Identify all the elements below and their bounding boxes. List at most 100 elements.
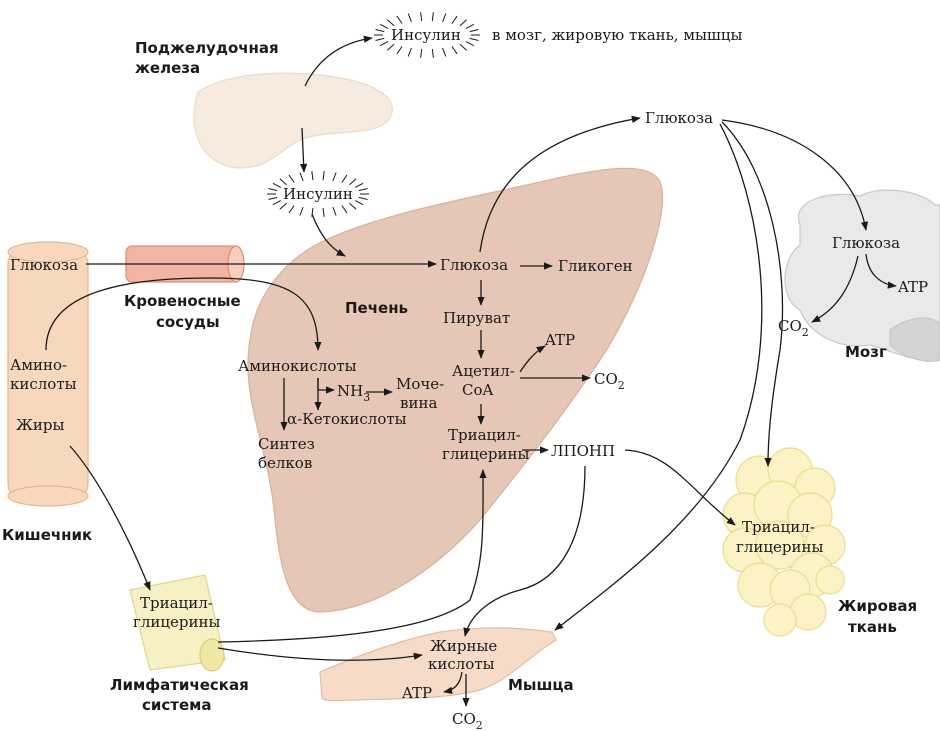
burst-ray-5 [332,206,337,216]
burst-ray-8 [407,47,412,57]
burst-ray-15 [379,23,389,29]
tag-fat-line2: глицерины [736,538,824,556]
fatty-acids-line2: кислоты [428,655,495,673]
tag-liver-line1: Триацил- [448,426,521,444]
burst-ray-16 [279,178,287,186]
muscle-shape [319,627,557,702]
nh3-label: NH3 [337,382,370,404]
burst-ray-19 [311,171,314,181]
burst-ray-6 [322,207,325,217]
burst-ray-1 [469,37,479,41]
insulin-burst-mid [267,171,369,217]
burst-ray-15 [272,182,282,188]
liver-glucose-label: Глюкоза [440,256,508,274]
burst-ray-24 [465,23,475,29]
burst-ray-20 [322,171,325,181]
pancreas-shape [193,72,393,169]
burst-ray-10 [386,43,395,51]
burst-ray-4 [341,205,348,214]
amino-label-line1: Амино- [10,356,67,374]
insulin-burst-top [374,12,480,58]
arrows [45,35,897,707]
burst-ray-11 [272,200,282,206]
burst-ray-22 [451,15,458,24]
lymph-vessel-shape [129,574,226,672]
burst-ray-23 [349,178,357,186]
burst-ray-12 [375,37,385,41]
intestine-label: Кишечник [2,526,92,544]
liver-shape [247,167,664,613]
glucose-left-label: Глюкоза [10,256,78,274]
burst-ray-7 [311,207,314,217]
burst-ray-3 [459,43,468,51]
muscle-label: Мышца [508,676,574,694]
burst-ray-4 [451,46,458,55]
burst-ray-17 [288,174,295,183]
fat-cell-13 [763,603,797,637]
burst-ray-1 [358,196,368,200]
burst-ray-20 [431,12,434,22]
insulin-top-label: Инсулин [391,26,461,44]
protein-synthesis-line1: Синтез [258,435,315,453]
protein-synthesis-line2: белков [258,454,312,472]
burst-ray-2 [465,41,475,47]
burst-ray-9 [288,205,295,214]
atp-brain-label: ATP [897,278,928,296]
lymph-label-line1: Лимфатическая [110,676,249,694]
fat-cell-14 [815,565,845,595]
tag-lymph-line2: глицерины [133,613,221,631]
burst-ray-5 [442,47,447,57]
burst-ray-17 [396,15,403,24]
burst-ray-10 [279,202,287,210]
acetyl-label-line2: CoA [462,381,494,399]
burst-ray-23 [459,19,468,27]
tag-lymph-line1: Триацил- [140,594,213,612]
burst-ray-18 [299,172,304,182]
adipose-label-line1: Жировая [838,597,917,615]
liver-amino-label: Аминокислоты [238,357,357,375]
burst-ray-16 [386,19,395,27]
burst-ray-14 [268,188,278,192]
amino-label-line2: кислоты [10,375,77,393]
burst-ray-3 [349,202,357,210]
burst-ray-25 [469,29,479,33]
tag-liver-line2: глицерины [442,445,530,463]
burst-ray-25 [358,188,368,192]
acetyl-label-line1: Ацетил- [452,362,515,380]
brain-glucose-label: Глюкоза [832,234,900,252]
brain-label: Мозг [845,343,887,361]
liver-label: Печень [345,299,408,317]
burst-ray-21 [442,13,447,23]
adipose-label-line2: ткань [848,618,897,636]
burst-ray-6 [431,48,434,58]
vldl-label: ЛПОНП [551,442,615,460]
fat-cell-8 [755,520,805,570]
co2-liver-label: CO2 [594,370,625,392]
atp-muscle-label: ATP [401,684,432,702]
atp-liver-label: ATP [544,331,575,349]
vessels-label-line1: Кровеносные [124,292,241,310]
burst-ray-9 [396,46,403,55]
burst-ray-2 [354,200,364,206]
burst-ray-12 [268,196,278,200]
burst-ray-19 [420,12,423,22]
burst-ray-22 [341,174,348,183]
adipose-tissue-shape [722,447,846,637]
burst-ray-24 [354,182,364,188]
pancreas-label-line1: Поджелудочная [135,39,279,57]
tag-fat-line1: Триацил- [742,518,815,536]
fats-label: Жиры [16,416,64,434]
vessels-label-line2: сосуды [156,313,220,331]
lymph-label-line2: система [142,696,212,714]
glucose-top-label: Глюкоза [645,109,713,127]
pancreas-label-line2: железа [135,59,200,77]
urea-label-line1: Моче- [396,375,444,393]
burst-ray-8 [299,206,304,216]
co2-muscle-label: CO2 [452,710,483,731]
co2-brain-label: CO2 [778,317,809,339]
insulin-mid-label: Инсулин [283,185,353,203]
ketoacids-label: α-Кетокислоты [287,410,407,428]
burst-ray-21 [332,172,337,182]
intestine-shape [7,241,89,507]
